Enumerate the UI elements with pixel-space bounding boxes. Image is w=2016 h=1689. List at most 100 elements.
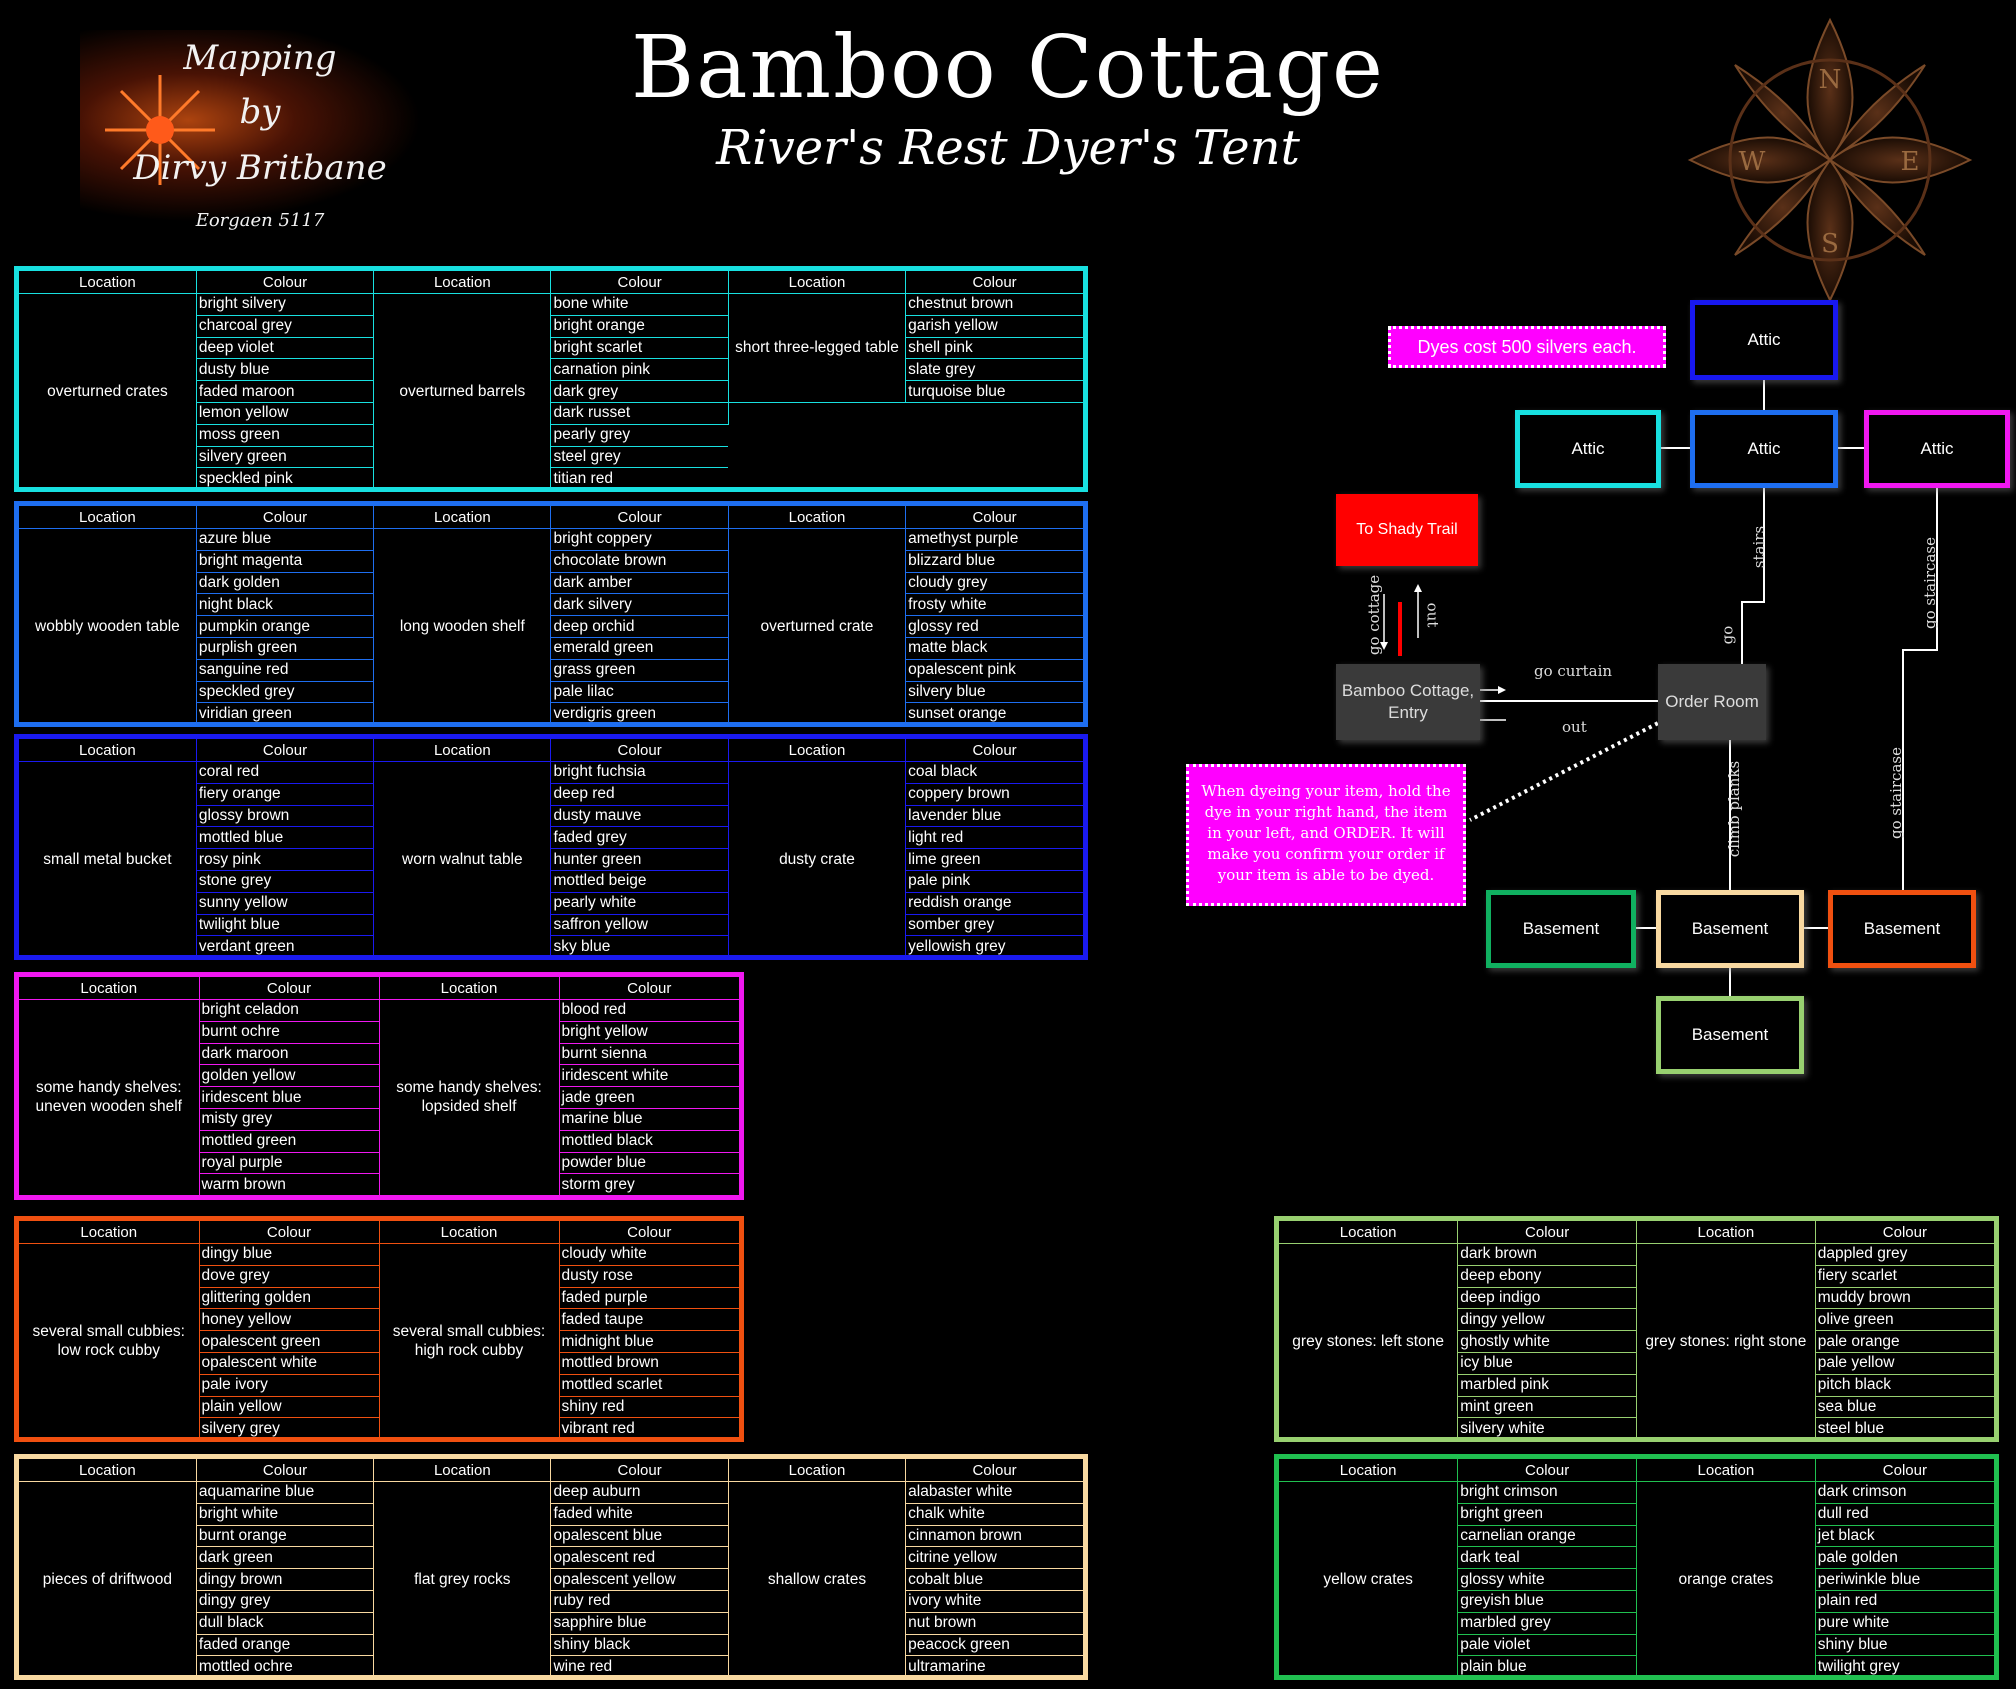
compass-w-label: W [1739, 147, 1766, 177]
colour-cell: lavender blue [905, 805, 1083, 828]
colour-cell: cobalt blue [905, 1568, 1083, 1591]
colour-cell: bone white [550, 293, 729, 316]
colour-cell: plain yellow [199, 1396, 380, 1419]
colour-cell: misty grey [199, 1108, 380, 1131]
colour-cell: ghostly white [1457, 1330, 1637, 1353]
header-colour: Colour [559, 977, 739, 1000]
colour-cell: iridescent white [559, 1064, 739, 1088]
node-basement-bottom[interactable]: Basement [1656, 996, 1804, 1074]
colour-cell: cinnamon brown [905, 1525, 1083, 1548]
colour-cell: marbled grey [1457, 1612, 1637, 1635]
header-colour: Colour [559, 1221, 739, 1244]
colour-cell: reddish orange [905, 892, 1083, 915]
colour-cell: burnt sienna [559, 1043, 739, 1066]
colour-cell: ivory white [905, 1590, 1083, 1613]
colour-cell: chalk white [905, 1503, 1083, 1526]
location-cell: overturned crate [728, 528, 907, 725]
colour-cell: purplish green [196, 637, 375, 660]
header-location: Location [19, 1459, 197, 1482]
colour-cell: pitch black [1815, 1374, 1994, 1397]
header-location: Location [19, 977, 200, 1000]
colour-cell: bright white [196, 1503, 375, 1526]
colour-cell: pure white [1815, 1612, 1994, 1635]
colour-cell: shell pink [905, 337, 1083, 360]
colour-cell: jet black [1815, 1525, 1994, 1548]
colour-cell: powder blue [559, 1152, 739, 1175]
colour-cell: bright crimson [1457, 1481, 1637, 1504]
node-entry[interactable]: Bamboo Cottage, Entry [1336, 664, 1480, 740]
header-colour: Colour [905, 506, 1083, 529]
location-cell: several small cubbies: low rock cubby [19, 1243, 200, 1440]
colour-cell: pale ivory [199, 1374, 380, 1397]
compass-e-label: E [1901, 147, 1920, 177]
node-order-room[interactable]: Order Room [1658, 664, 1766, 740]
header-colour: Colour [905, 1459, 1083, 1482]
colour-cell: opalescent green [199, 1330, 380, 1353]
location-cell: grey stones: left stone [1279, 1243, 1459, 1440]
label-climb-planks: climb planks [1725, 760, 1744, 858]
colour-cell: verdant green [196, 935, 375, 958]
location-cell: orange crates [1636, 1481, 1816, 1678]
colour-cell: pale violet [1457, 1634, 1637, 1657]
colour-cell: periwinkle blue [1815, 1568, 1994, 1591]
colour-cell: mottled black [559, 1130, 739, 1153]
header-location: Location [1279, 1221, 1459, 1244]
compass-s-label: S [1821, 229, 1839, 259]
colour-cell: opalescent white [199, 1352, 380, 1375]
colour-cell: coral red [196, 761, 375, 784]
colour-cell: dingy grey [196, 1590, 375, 1613]
colour-cell: opalescent red [550, 1546, 729, 1570]
colour-cell: deep ebony [1457, 1265, 1637, 1288]
colour-cell: lime green [905, 848, 1083, 871]
location-cell: some handy shelves: uneven wooden shelf [19, 999, 200, 1196]
colour-cell: sunny yellow [196, 892, 375, 915]
location-cell: short three-legged table [728, 293, 907, 403]
header-colour: Colour [196, 1459, 375, 1482]
node-attic-right[interactable]: Attic [1864, 410, 2010, 488]
colour-cell: twilight blue [196, 914, 375, 937]
colour-cell: dark crimson [1815, 1481, 1994, 1504]
colour-cell: bright scarlet [550, 337, 729, 360]
colour-cell: coal black [905, 761, 1083, 784]
colour-cell: ultramarine [908, 1657, 986, 1675]
node-basement-right[interactable]: Basement [1828, 890, 1976, 968]
credit-date: Eorgaen 5117 [195, 210, 325, 231]
colour-cell: iridescent blue [199, 1086, 380, 1109]
colour-cell: pale orange [1815, 1330, 1994, 1353]
header-colour: Colour [196, 506, 375, 529]
node-to-shady-trail[interactable]: To Shady Trail [1336, 494, 1478, 566]
colour-cell: fiery scarlet [1815, 1265, 1994, 1288]
colour-cell: warm brown [199, 1173, 380, 1196]
colour-cell: pale lilac [550, 681, 729, 704]
node-attic-mid[interactable]: Attic [1690, 410, 1838, 488]
node-attic-left[interactable]: Attic [1515, 410, 1661, 488]
label-go: go [1718, 625, 1737, 645]
header-colour: Colour [199, 1221, 380, 1244]
colour-cell: dark golden [196, 572, 375, 595]
header-colour: Colour [196, 271, 375, 294]
node-attic-top[interactable]: Attic [1690, 300, 1838, 380]
colour-cell: dark brown [1457, 1243, 1637, 1266]
colour-cell: pale yellow [1815, 1352, 1994, 1375]
colour-cell: yellowish grey [908, 937, 1006, 955]
colour-cell: silvery grey [199, 1417, 380, 1440]
colour-cell: stone grey [196, 870, 375, 893]
colour-cell: coppery brown [905, 783, 1083, 806]
location-cell: flat grey rocks [373, 1481, 552, 1678]
node-basement-mid[interactable]: Basement [1656, 890, 1804, 968]
header-location: Location [728, 271, 907, 294]
colour-cell: mottled green [199, 1130, 380, 1153]
location-cell: shallow crates [728, 1481, 907, 1678]
header-location: Location [19, 271, 197, 294]
colour-cell: dark grey [550, 380, 729, 403]
colour-cell: silvery green [196, 446, 375, 469]
colour-cell: vibrant red [561, 1419, 635, 1437]
header-location: Location [728, 506, 907, 529]
colour-cell: dark amber [550, 572, 729, 595]
colour-cell: night black [196, 593, 375, 617]
colour-cell: silvery blue [905, 681, 1083, 704]
page-subtitle: River's Rest Dyer's Tent [716, 120, 1300, 176]
node-basement-left[interactable]: Basement [1486, 890, 1636, 968]
